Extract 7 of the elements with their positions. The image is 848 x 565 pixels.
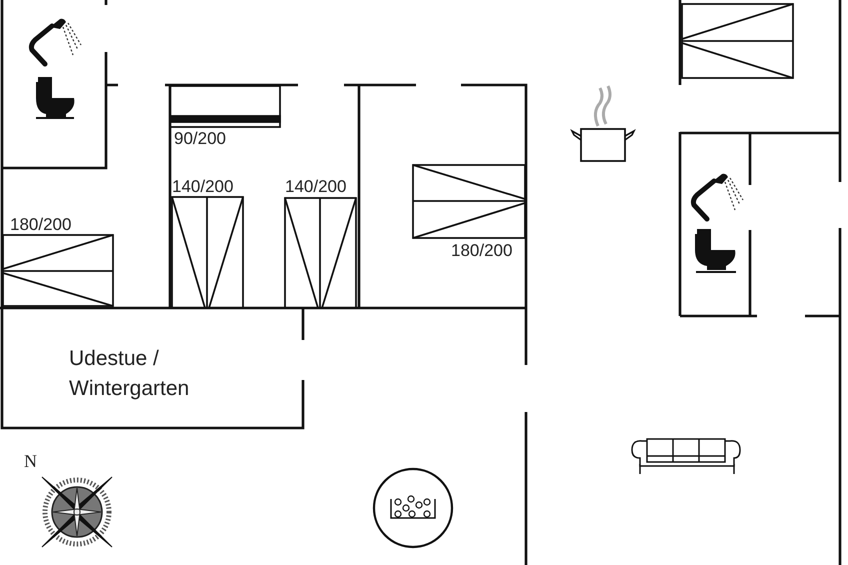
bed-size-label: 180/200 (451, 242, 512, 259)
bed-size-label: 140/200 (172, 178, 234, 195)
bed-size-label: 140/200 (285, 178, 346, 195)
north-label: N (24, 452, 37, 470)
room-label: Udestue / Wintergarten (69, 346, 190, 402)
bed-size-label: 90/200 (174, 130, 226, 147)
bed-size-label: 180/200 (10, 216, 72, 233)
